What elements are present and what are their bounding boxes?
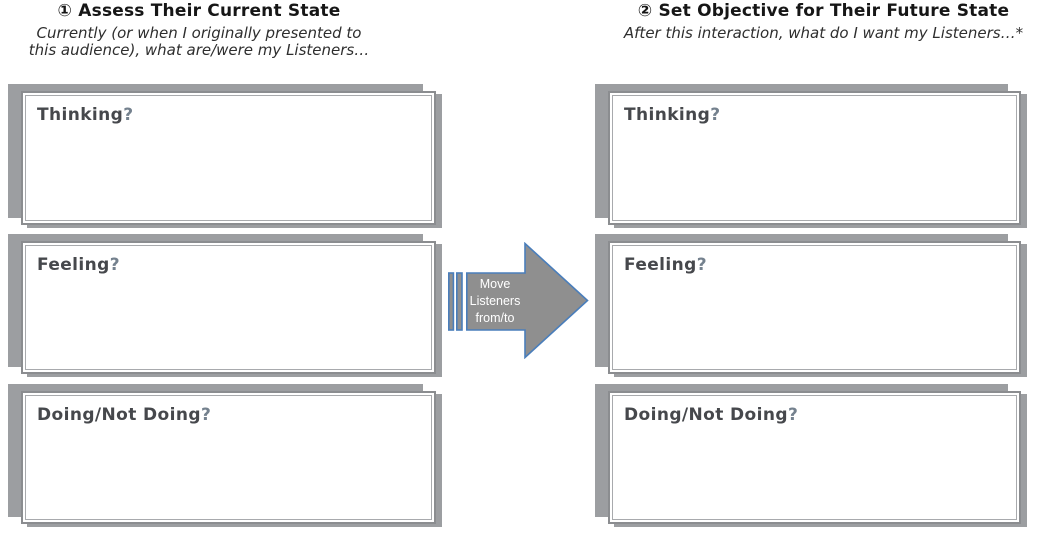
section-2-title-text: Set Objective for Their Future State <box>658 1 1010 21</box>
card-current-thinking-label: Thinking? <box>23 93 434 125</box>
section-2-subtitle: After this interaction, what do I want m… <box>608 24 1039 42</box>
arrow-caption-line-1: Move <box>479 277 511 292</box>
step-1-number-icon: ① <box>57 1 73 21</box>
label-question-mark: ? <box>200 405 212 425</box>
card-future-thinking: Thinking? <box>608 91 1021 225</box>
label-question-mark: ? <box>696 255 707 275</box>
card-future-feeling: Feeling? <box>608 241 1021 374</box>
section-1-subtitle: Currently (or when I originally presente… <box>0 24 398 60</box>
label-word: Thinking <box>624 105 711 125</box>
arrow-caption-line-3: from/to <box>475 310 515 325</box>
section-1-title-text: Assess Their Current State <box>78 1 341 21</box>
step-2-number-icon: ② <box>637 1 653 21</box>
section-1-title: ① Assess Their Current State <box>0 1 398 21</box>
label-word: Doing/Not Doing <box>37 405 201 425</box>
arrow-caption-line-2: Listeners <box>469 294 521 309</box>
section-2-subtitle-line-1: After this interaction, what do I want m… <box>623 24 1024 42</box>
card-current-thinking: Thinking? <box>21 91 436 225</box>
section-2-title: ② Set Objective for Their Future State <box>608 1 1039 21</box>
section-1-subtitle-line-1: Currently (or when I originally presente… <box>36 24 362 42</box>
label-word: Doing/Not Doing <box>624 405 788 425</box>
striped-right-arrow-icon <box>447 242 589 359</box>
card-current-feeling: Feeling? <box>21 241 436 374</box>
card-future-doing-label: Doing/Not Doing? <box>610 393 1019 425</box>
label-question-mark: ? <box>787 405 799 425</box>
label-word: Feeling <box>624 255 697 275</box>
section-1-subtitle-line-2: this audience), what are/were my Listene… <box>28 41 370 60</box>
arrow-caption: Move Listeners from/to <box>465 273 525 330</box>
card-future-feeling-label: Feeling? <box>610 243 1019 275</box>
card-future-thinking-label: Thinking? <box>610 93 1019 125</box>
label-question-mark: ? <box>123 105 134 125</box>
current-state-header: ① Assess Their Current State Currently (… <box>0 1 398 60</box>
label-question-mark: ? <box>109 255 120 275</box>
move-listeners-arrow: Move Listeners from/to <box>446 242 590 359</box>
card-current-doing-label: Doing/Not Doing? <box>23 393 434 425</box>
label-question-mark: ? <box>710 105 721 125</box>
card-future-doing: Doing/Not Doing? <box>608 391 1021 524</box>
future-state-header: ② Set Objective for Their Future State A… <box>608 1 1039 42</box>
card-current-feeling-label: Feeling? <box>23 243 434 275</box>
label-word: Thinking <box>37 105 124 125</box>
card-current-doing: Doing/Not Doing? <box>21 391 436 524</box>
label-word: Feeling <box>37 255 110 275</box>
